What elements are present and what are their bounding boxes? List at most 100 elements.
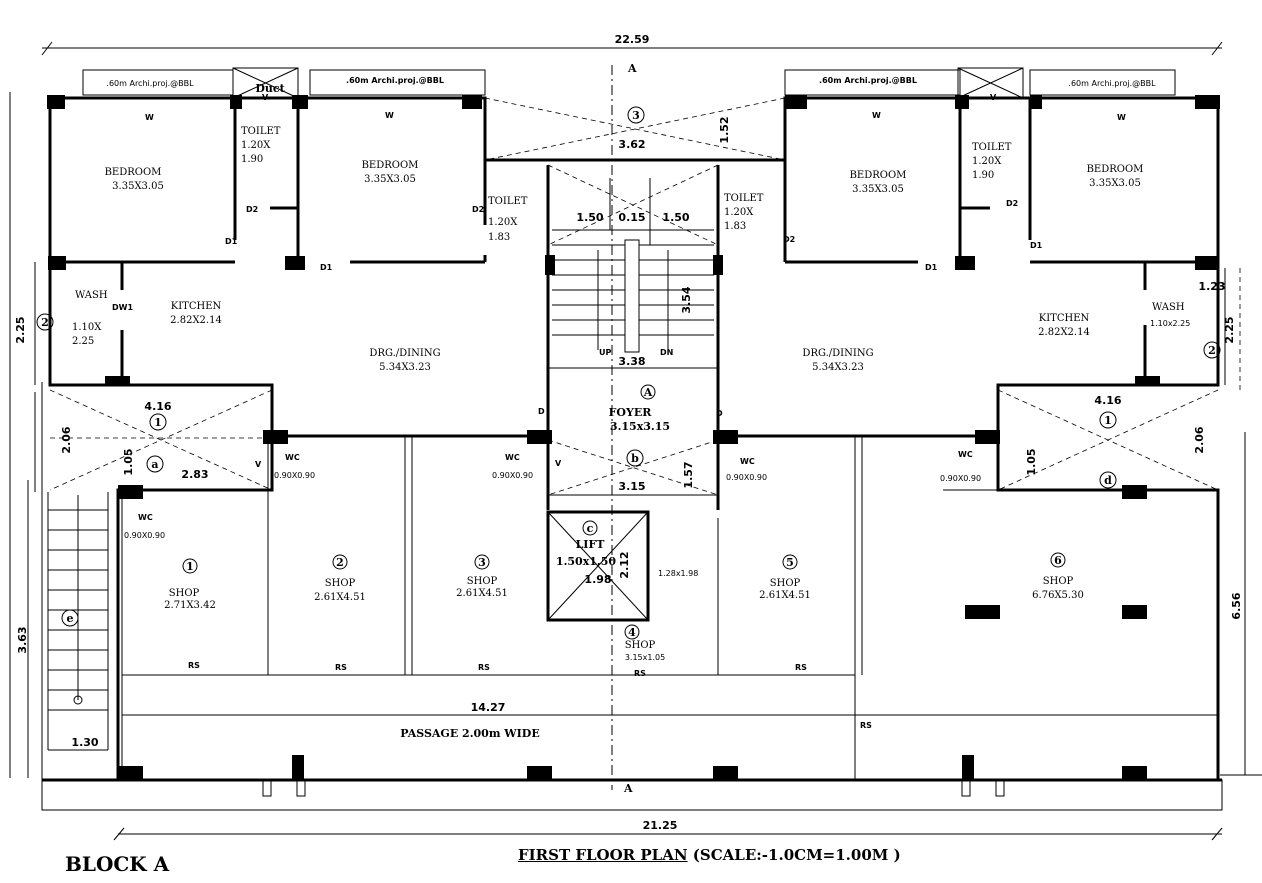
void-num-1-right: 1: [1104, 414, 1112, 427]
toilet-2-h: 1.83: [488, 232, 510, 243]
void-letter-c: c: [587, 522, 594, 535]
dim-right-656: 6.56: [1230, 592, 1243, 619]
wc-4-size: 0.90X0.90: [726, 473, 767, 482]
wash-1-w: 1.10X: [72, 322, 102, 333]
wash-1-name: WASH: [75, 290, 108, 301]
toilet-3-h: 1.83: [724, 221, 746, 232]
void-num-2-left: 2: [41, 316, 49, 329]
door-d-right: D: [716, 409, 723, 418]
shop-4-name: SHOP: [625, 640, 656, 651]
rs-1: RS: [188, 661, 200, 670]
dim-stair-150b: 1.50: [662, 211, 689, 224]
window-w-2: W: [385, 111, 394, 120]
kitchen-2-name: KITCHEN: [1039, 313, 1090, 324]
shop-5-name: SHOP: [770, 578, 801, 589]
dim-left-130: 1.30: [71, 736, 98, 749]
dim-lift-212: 2.12: [618, 551, 631, 578]
toilet-4-w: 1.20X: [972, 156, 1002, 167]
interior-walls: [50, 98, 1218, 780]
duct-label: Duct: [255, 82, 285, 95]
dining-2-name: DRG./DINING: [802, 348, 873, 359]
dim-left-225: 2.25: [14, 316, 27, 343]
shop-6-num: 6: [1054, 554, 1062, 567]
dining-2-size: 5.34X3.23: [812, 362, 864, 373]
parapet-3: .60m Archi.proj.@BBL: [819, 76, 917, 85]
stair-down: DN: [660, 348, 673, 357]
dim-bottom-total: 21.25: [643, 819, 678, 832]
section-a-bottom: A: [623, 782, 633, 795]
wc-1-name: WC: [138, 513, 153, 522]
shop-6-name: SHOP: [1043, 576, 1074, 587]
dim-stair-150a: 1.50: [576, 211, 603, 224]
wash-1-h: 2.25: [72, 336, 94, 347]
section-a-top: A: [627, 62, 637, 75]
toilet-2-name: TOILET: [488, 196, 528, 207]
wc-5-size: 0.90X0.90: [940, 474, 981, 483]
external-stair: 1.30: [47, 492, 109, 751]
dim-stair-015: 0.15: [618, 211, 645, 224]
kitchen-1-name: KITCHEN: [171, 301, 222, 312]
bedroom-4-name: BEDROOM: [1087, 164, 1144, 175]
shop-1-name: SHOP: [169, 588, 200, 599]
dim-top-total: 22.59: [615, 33, 650, 46]
dim-right-206: 2.06: [1193, 426, 1206, 453]
projection-boxes: .60m Archi.proj.@BBL .60m Archi.proj.@BB…: [82, 67, 1176, 99]
shop-3-size: 2.61X4.51: [456, 588, 508, 599]
section-line: A A: [611, 62, 637, 795]
top-dimension-line: 22.59: [41, 33, 1223, 56]
toilet-1-h: 1.90: [241, 154, 263, 165]
void-areas: [49, 97, 1219, 621]
toilet-2-w: 1.20X: [488, 217, 518, 228]
parapet-2: .60m Archi.proj.@BBL: [346, 76, 444, 85]
dim-foyer-157: 1.57: [682, 461, 695, 488]
shop-3-name: SHOP: [467, 576, 498, 587]
void-num-3: 3: [632, 109, 640, 122]
door-d-left: D: [538, 407, 545, 416]
shop-4-num: 4: [628, 626, 636, 639]
door-d1-4: D1: [1030, 241, 1043, 250]
wc-3-size: 0.90X0.90: [492, 471, 533, 480]
staircase: UP DN 1.50 0.15 1.50 3.38 3.54: [552, 178, 714, 368]
parapet-4: .60m Archi.proj.@BBL: [1068, 79, 1156, 88]
vent-v-wc2: V: [255, 460, 262, 469]
shop-1-num: 1: [186, 560, 194, 573]
bedroom-1-size: 3.35X3.05: [112, 181, 164, 192]
rs-2: RS: [335, 663, 347, 672]
void-num-2-right: 2: [1208, 344, 1216, 357]
plan-title-group: FIRST FLOOR PLAN (SCALE:-1.0CM=1.00M ): [518, 846, 901, 864]
door-d2-1: D2: [246, 205, 258, 214]
bedroom-3-size: 3.35X3.05: [852, 184, 904, 195]
foyer-size: 3.15x3.15: [610, 420, 670, 433]
dim-void-362: 3.62: [618, 138, 645, 151]
shop-5-num: 5: [786, 556, 794, 569]
block-title: BLOCK A: [65, 852, 170, 876]
kitchen-2-size: 2.82X2.14: [1038, 327, 1090, 338]
lift-side-dim: 1.28x1.98: [658, 569, 698, 578]
shop-5-size: 2.61X4.51: [759, 590, 811, 601]
door-dw1: DW1: [112, 303, 133, 312]
passage-label: PASSAGE 2.00m WIDE: [400, 727, 539, 740]
plan-scale: (SCALE:-1.0CM=1.00M ): [692, 846, 901, 864]
door-d1-1: D1: [225, 237, 238, 246]
shop-2-name: SHOP: [325, 578, 356, 589]
dim-right-416: 4.16: [1094, 394, 1121, 407]
shop-6-size: 6.76X5.30: [1032, 590, 1084, 601]
vent-v-foyer: V: [555, 459, 562, 468]
door-d2-2: D2: [472, 205, 484, 214]
vent-v-2: V: [990, 93, 997, 102]
window-w-4: W: [1117, 113, 1126, 122]
wc-3-name: WC: [505, 453, 520, 462]
wc-5-name: WC: [958, 450, 973, 459]
bottom-dimension-line: 21.25: [113, 819, 1223, 841]
shop-4-size: 3.15x1.05: [625, 653, 665, 662]
dim-right-123: 1.23: [1198, 280, 1225, 293]
toilet-1-w: 1.20X: [241, 140, 271, 151]
wash-2-size: 1.10x2.25: [1150, 319, 1190, 328]
door-d1-3: D1: [925, 263, 938, 272]
left-dimensions: 2.25 2.06 3.63: [9, 92, 73, 778]
stair-up: UP: [599, 348, 611, 357]
dim-left-283: 2.83: [181, 468, 208, 481]
room-labels: BEDROOM 3.35X3.05 BEDROOM 3.35X3.05 BEDR…: [72, 126, 1190, 740]
void-num-1-left: 1: [154, 416, 162, 429]
